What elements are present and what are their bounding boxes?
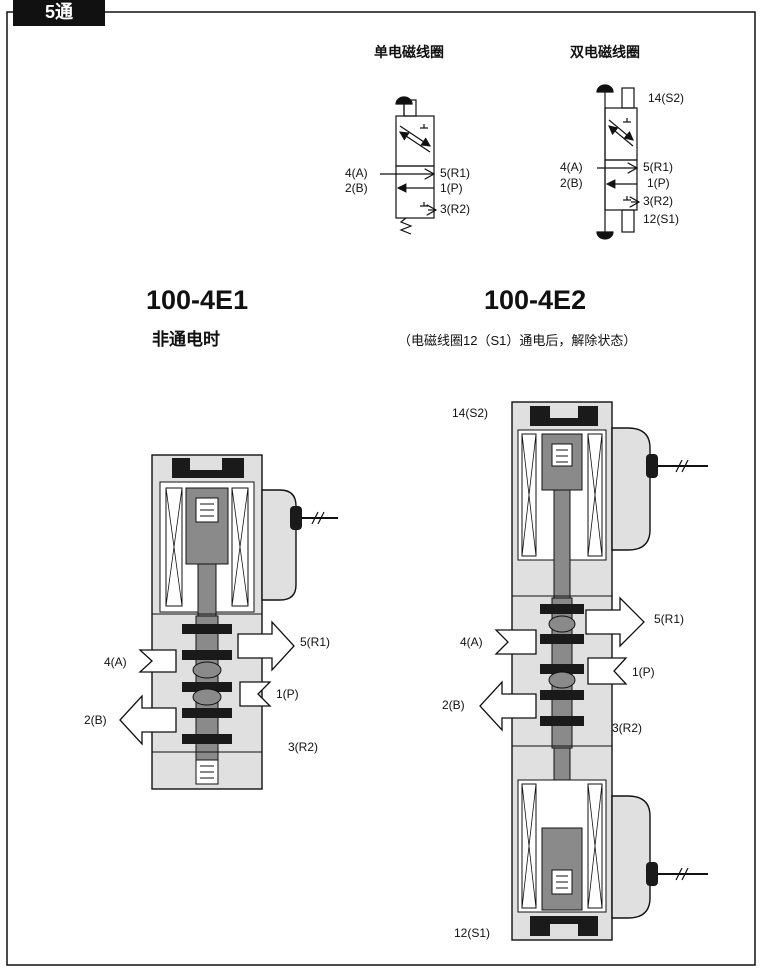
single-solenoid-title: 单电磁线圈: [374, 44, 444, 60]
right-label-s1: 12(S1): [454, 926, 491, 940]
valve-100-4e1-cutaway: [119, 454, 338, 790]
right-label-b: 2(B): [442, 698, 465, 712]
section-tag: 5通: [13, 0, 105, 26]
right-label-r2: 3(R2): [612, 721, 643, 735]
sym2-label-r1: 5(R1): [643, 160, 674, 174]
sym1-label-p: 1(P): [440, 181, 463, 195]
left-state-label: 非通电时: [152, 330, 220, 349]
sym1-label-r2: 3(R2): [440, 202, 471, 216]
right-label-a: 4(A): [460, 635, 483, 649]
right-model-title: 100-4E2: [484, 285, 587, 315]
sym2-label-s1: 12(S1): [643, 212, 680, 226]
left-model-title: 100-4E1: [146, 285, 249, 315]
sym2-label-a: 4(A): [560, 160, 583, 174]
valve-100-4e2-cutaway: [479, 401, 708, 941]
single-solenoid-symbol: [380, 96, 436, 235]
right-state-note: （电磁线圈12（S1）通电后，解除状态）: [398, 333, 637, 348]
sym2-label-r2: 3(R2): [643, 194, 674, 208]
sym1-label-b: 2(B): [345, 181, 368, 195]
right-label-p: 1(P): [632, 665, 655, 679]
right-label-s2: 14(S2): [452, 406, 489, 420]
double-solenoid-title: 双电磁线圈: [570, 44, 640, 60]
left-label-r1: 5(R1): [300, 635, 331, 649]
sym2-label-s2: 14(S2): [648, 91, 685, 105]
sym1-label-a: 4(A): [345, 166, 368, 180]
left-label-b: 2(B): [84, 713, 107, 727]
double-solenoid-symbol: [596, 84, 639, 240]
sym2-label-b: 2(B): [560, 176, 583, 190]
left-label-r2: 3(R2): [288, 740, 319, 754]
sym1-label-r1: 5(R1): [440, 166, 471, 180]
left-label-p: 1(P): [276, 687, 299, 701]
sym2-label-p: 1(P): [647, 176, 670, 190]
left-label-a: 4(A): [104, 655, 127, 669]
right-label-r1: 5(R1): [654, 612, 685, 626]
